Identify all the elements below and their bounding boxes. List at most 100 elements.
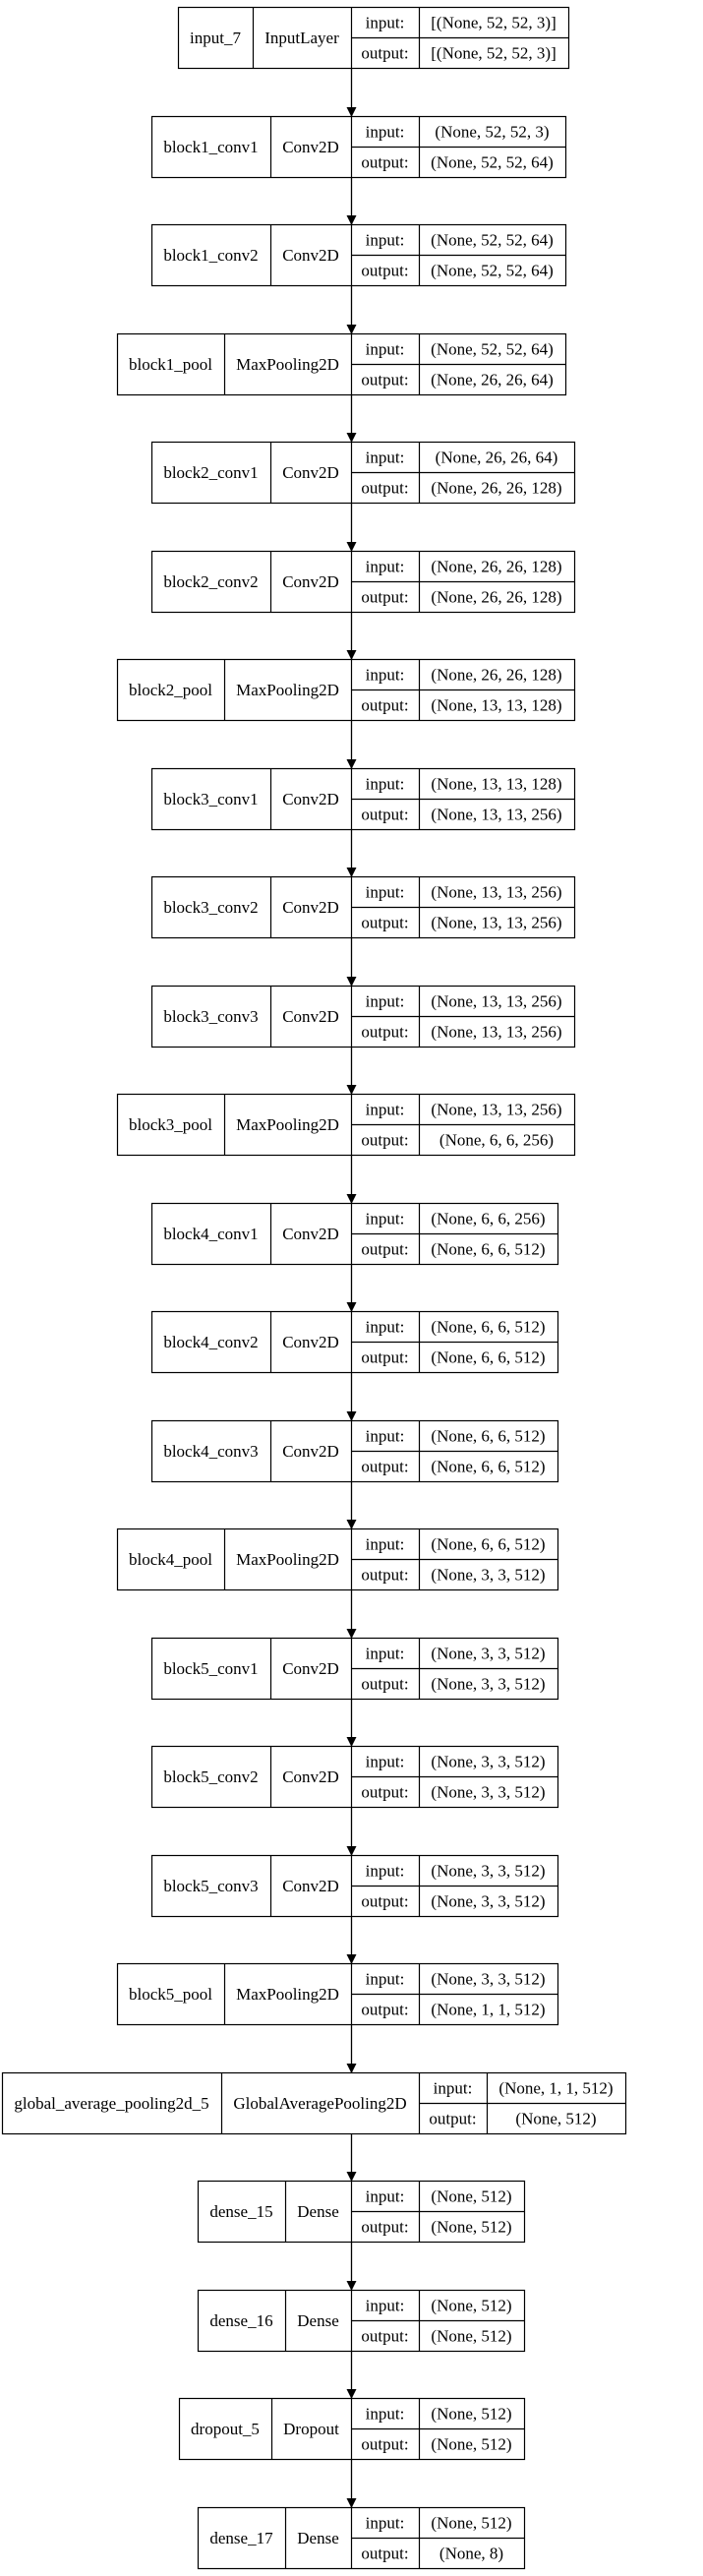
output-label: output: — [361, 371, 408, 389]
input-shape: (None, 1, 1, 512) — [498, 2079, 613, 2098]
output-label: output: — [361, 1566, 408, 1585]
layer-node: block5_conv1 Conv2D input: output: (None, 3,… — [150, 1637, 559, 1701]
layer-name: block4_conv1 — [163, 1225, 258, 1243]
output-shape: (None, 512) — [431, 2218, 511, 2237]
input-label: input: — [366, 2297, 405, 2315]
output-label: output: — [361, 1023, 408, 1042]
output-shape: (None, 26, 26, 128) — [431, 588, 561, 607]
output-shape: (None, 6, 6, 512) — [431, 1458, 545, 1476]
layer-type: Conv2D — [282, 1659, 339, 1678]
input-shape: (None, 13, 13, 128) — [431, 775, 561, 794]
layer-name: block5_conv1 — [163, 1659, 258, 1678]
layer-name: input_7 — [190, 29, 241, 47]
input-shape: (None, 3, 3, 512) — [431, 1753, 545, 1771]
input-label: input: — [366, 1210, 405, 1228]
input-shape: (None, 26, 26, 128) — [431, 666, 561, 685]
layer-name: block1_pool — [129, 355, 212, 374]
layer-type: MaxPooling2D — [236, 681, 339, 699]
input-label: input: — [366, 1645, 405, 1663]
output-label: output: — [361, 696, 408, 715]
layer-type: Conv2D — [282, 1007, 339, 1026]
input-shape: [(None, 52, 52, 3)] — [431, 14, 556, 32]
layer-name: block3_conv1 — [163, 790, 258, 809]
input-label: input: — [366, 1318, 405, 1337]
input-shape: (None, 3, 3, 512) — [431, 1970, 545, 1989]
output-shape: (None, 512) — [431, 2435, 511, 2454]
output-shape: (None, 52, 52, 64) — [431, 153, 554, 172]
layer-name: dropout_5 — [191, 2420, 260, 2438]
output-shape: (None, 3, 3, 512) — [431, 1675, 545, 1694]
output-label: output: — [361, 479, 408, 498]
output-label: output: — [361, 1131, 408, 1150]
output-shape: (None, 6, 6, 512) — [431, 1240, 545, 1259]
input-shape: (None, 13, 13, 256) — [431, 992, 561, 1011]
input-shape: (None, 26, 26, 64) — [436, 449, 558, 467]
output-shape: (None, 6, 6, 256) — [439, 1131, 554, 1150]
input-label: input: — [366, 449, 405, 467]
input-label: input: — [366, 883, 405, 902]
output-label: output: — [361, 2218, 408, 2237]
input-shape: (None, 52, 52, 64) — [431, 231, 554, 250]
input-shape: (None, 512) — [431, 2297, 511, 2315]
layer-name: block2_conv2 — [163, 572, 258, 591]
output-label: output: — [361, 1348, 408, 1367]
layer-node: block1_pool MaxPooling2D input: output: (Non… — [116, 332, 567, 396]
layer-type: MaxPooling2D — [236, 355, 339, 374]
output-label: output: — [361, 44, 408, 63]
input-label: input: — [366, 558, 405, 576]
input-label: input: — [366, 14, 405, 32]
input-label: input: — [366, 340, 405, 359]
layer-name: block5_conv3 — [163, 1877, 258, 1895]
layer-type: MaxPooling2D — [236, 1985, 339, 2004]
output-shape: (None, 6, 6, 512) — [431, 1348, 545, 1367]
output-label: output: — [361, 2545, 408, 2563]
layer-type: Conv2D — [282, 1767, 339, 1786]
layer-type: Dense — [297, 2529, 338, 2547]
output-label: output: — [361, 588, 408, 607]
layer-name: block2_conv1 — [163, 463, 258, 482]
layer-name: block1_conv2 — [163, 246, 258, 265]
layer-name: block3_conv3 — [163, 1007, 258, 1026]
layer-type: Conv2D — [282, 463, 339, 482]
input-shape: (None, 52, 52, 64) — [431, 340, 554, 359]
output-label: output: — [361, 1240, 408, 1259]
input-label: input: — [366, 1535, 405, 1554]
output-shape: (None, 3, 3, 512) — [431, 1566, 545, 1585]
layer-type: Conv2D — [282, 138, 339, 156]
output-label: output: — [361, 153, 408, 172]
output-shape: (None, 13, 13, 256) — [431, 914, 561, 932]
input-shape: (None, 6, 6, 512) — [431, 1318, 545, 1337]
output-label: output: — [361, 2327, 408, 2346]
input-shape: (None, 3, 3, 512) — [431, 1862, 545, 1881]
layer-name: block4_conv3 — [163, 1442, 258, 1461]
layer-name: global_average_pooling2d_5 — [14, 2094, 208, 2113]
input-label: input: — [366, 1753, 405, 1771]
layer-type: Conv2D — [282, 898, 339, 917]
input-shape: (None, 512) — [431, 2514, 511, 2533]
layer-name: block3_conv2 — [163, 898, 258, 917]
layer-type: Conv2D — [282, 1877, 339, 1895]
layer-type: GlobalAveragePooling2D — [233, 2094, 406, 2113]
layer-type: MaxPooling2D — [236, 1550, 339, 1569]
output-shape: (None, 512) — [515, 2110, 596, 2128]
input-label: input: — [366, 666, 405, 685]
layer-name: dense_17 — [209, 2529, 273, 2547]
output-label: output: — [361, 1675, 408, 1694]
output-label: output: — [361, 1458, 408, 1476]
input-label: input: — [366, 1427, 405, 1446]
input-label: input: — [366, 1862, 405, 1881]
output-shape: (None, 3, 3, 512) — [431, 1892, 545, 1911]
output-shape: (None, 13, 13, 256) — [431, 806, 561, 824]
layer-name: block3_pool — [129, 1115, 212, 1134]
output-shape: (None, 26, 26, 128) — [431, 479, 561, 498]
